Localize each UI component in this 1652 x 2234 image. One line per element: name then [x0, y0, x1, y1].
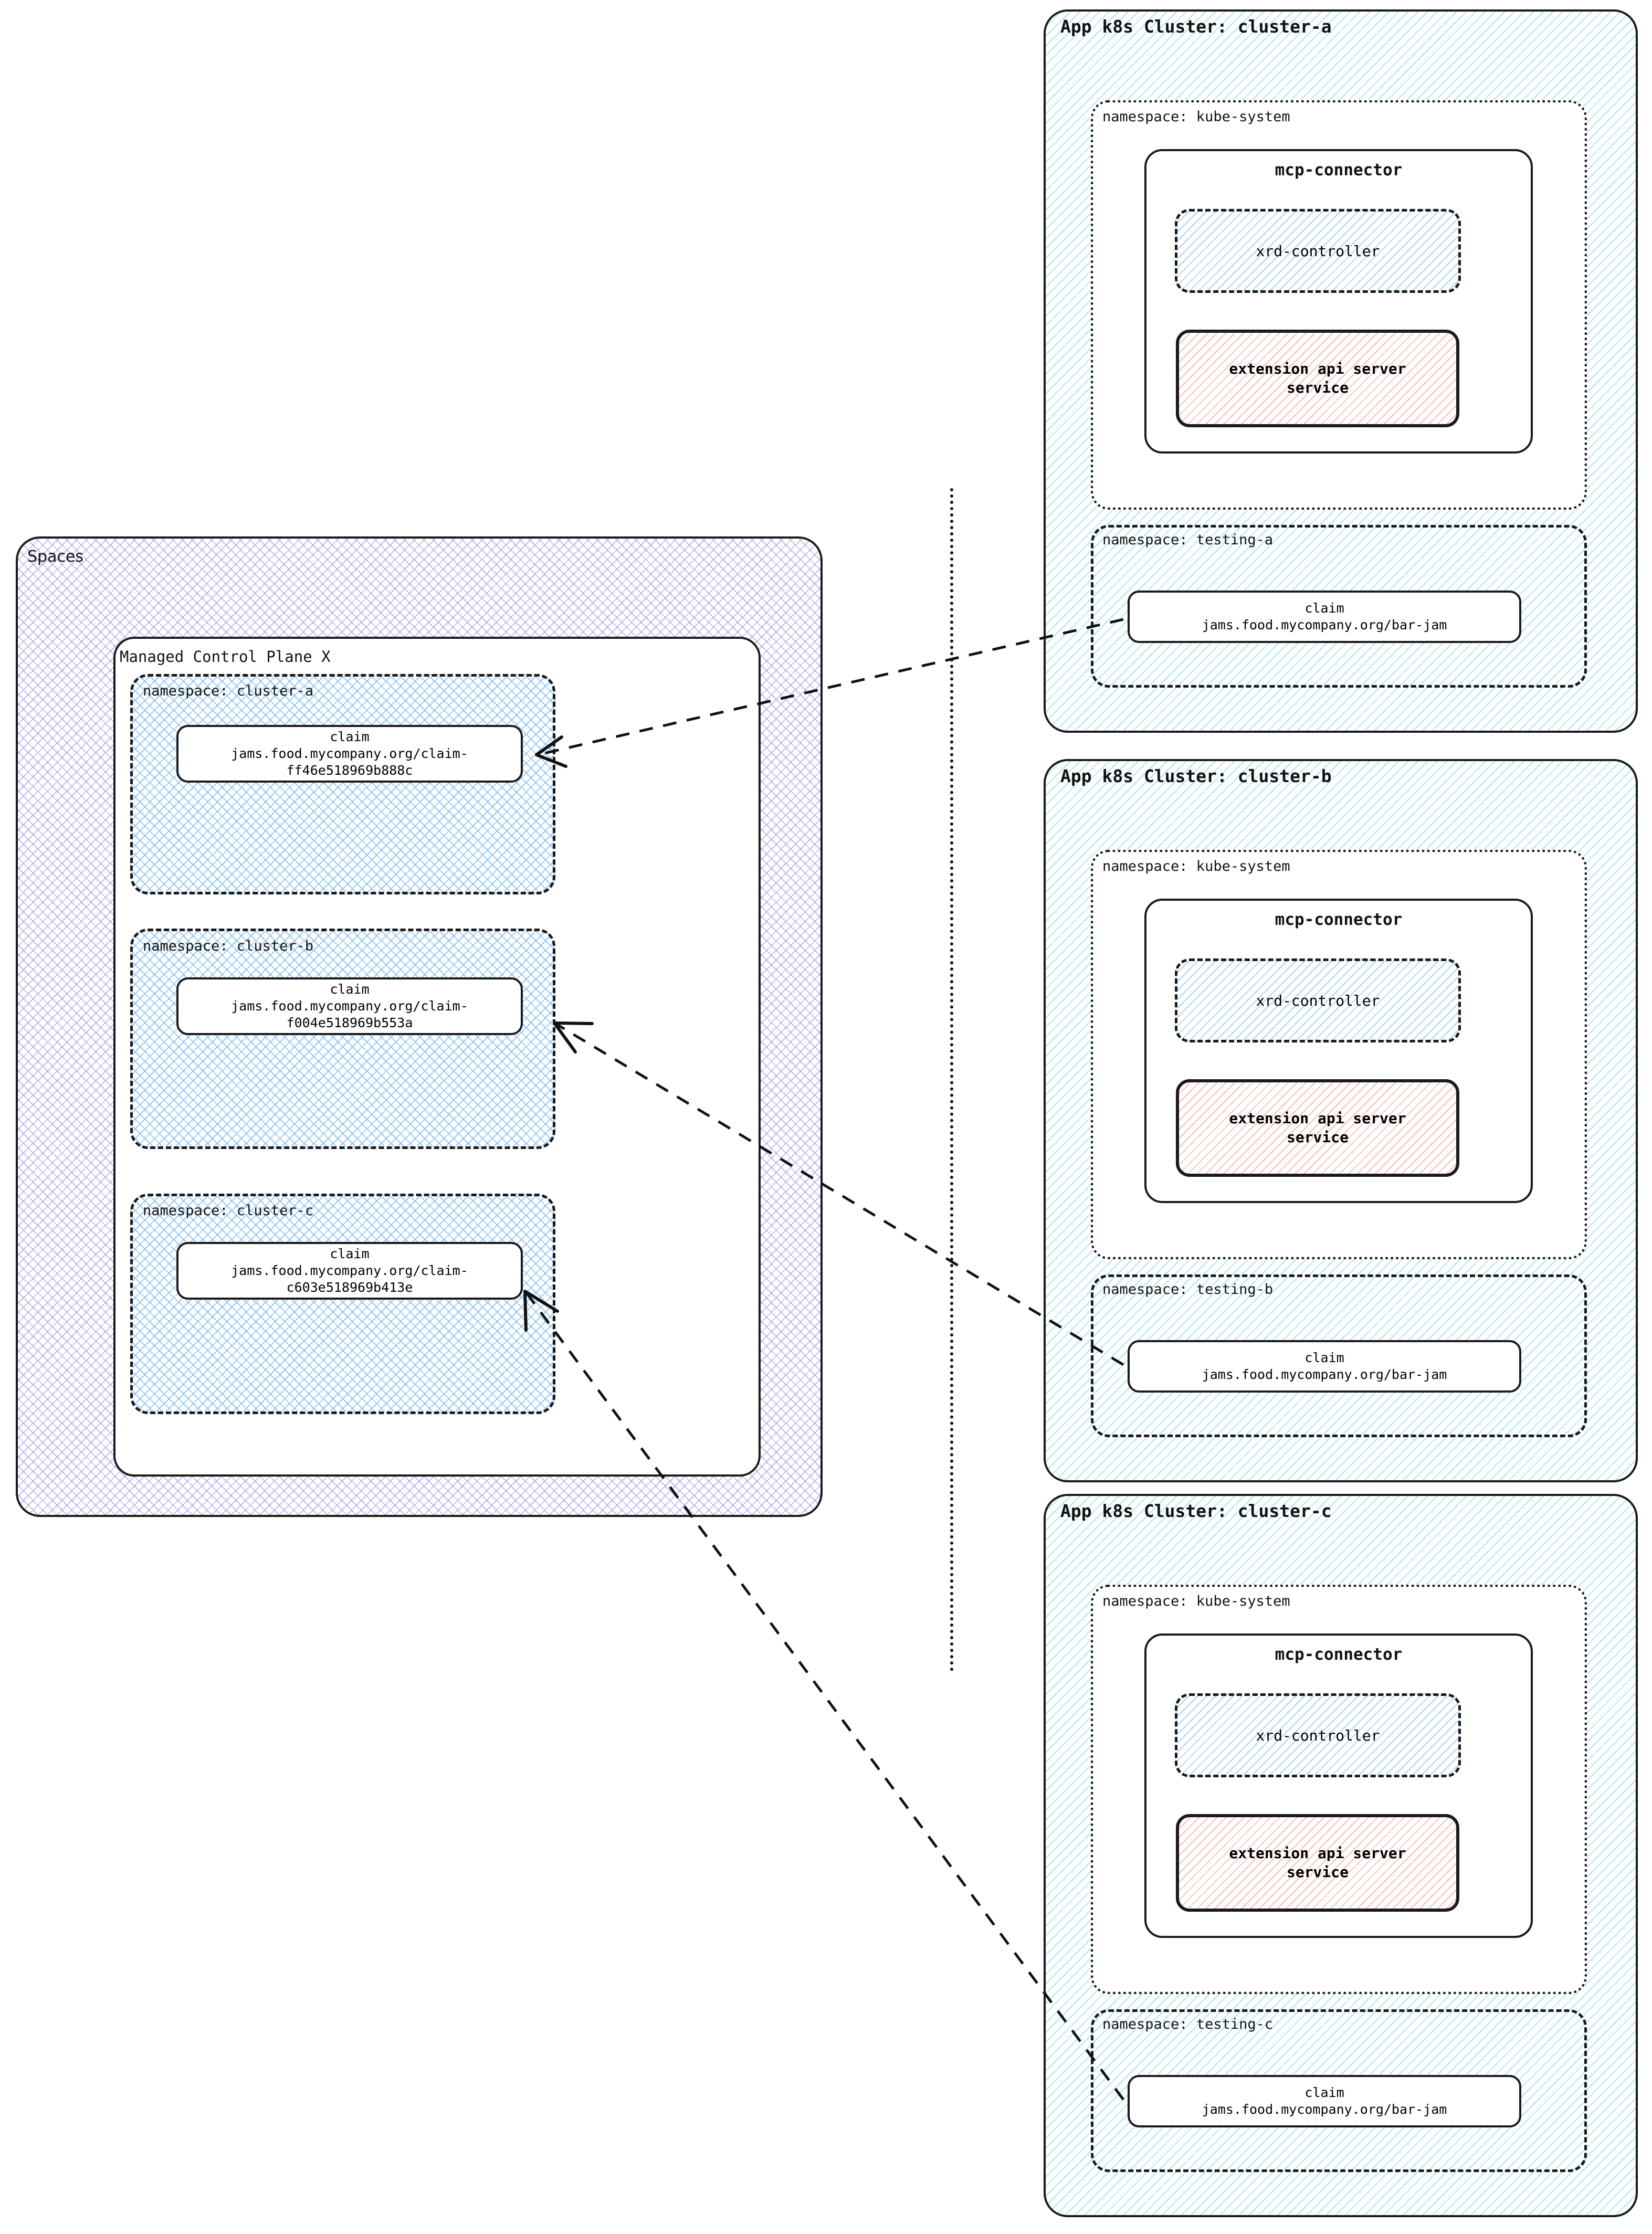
- cluster-a-extension-api-server-service[interactable]: extension api server service: [1176, 330, 1459, 427]
- claim-ref-line2: ff46e518969b888c: [286, 763, 413, 778]
- cluster-b-extension-api-server-service[interactable]: extension api server service: [1176, 1079, 1459, 1177]
- claim-ref-line2: c603e518969b413e: [286, 1280, 413, 1295]
- extension-service-line1: extension api server: [1229, 1109, 1406, 1127]
- spaces-label: Spaces: [27, 547, 84, 566]
- extension-service-line2: service: [1286, 1863, 1349, 1881]
- mcp-namespace-cluster-c-label: namespace: cluster-c: [143, 1203, 314, 1219]
- managed-control-plane-label: Managed Control Plane X: [120, 648, 331, 666]
- claim-ref-line1: jams.food.mycompany.org/claim-: [231, 1263, 468, 1278]
- cluster-c-mcp-connector-title: mcp-connector: [1275, 1645, 1403, 1664]
- claim-ref-line2: f004e518969b553a: [286, 1015, 413, 1030]
- cluster-b-mcp-connector-title: mcp-connector: [1275, 910, 1403, 929]
- claim-kind: claim: [1304, 600, 1344, 616]
- xrd-controller-label: xrd-controller: [1256, 242, 1380, 260]
- cluster-c-namespace-kube-system-label: namespace: kube-system: [1102, 1593, 1290, 1609]
- cluster-a-namespace-kube-system-label: namespace: kube-system: [1102, 109, 1290, 125]
- app-cluster-a-title: App k8s Cluster: cluster-a: [1060, 16, 1332, 37]
- mcp-namespace-cluster-c: [130, 1194, 555, 1414]
- cluster-a-xrd-controller[interactable]: xrd-controller: [1175, 209, 1461, 293]
- claim-ref: jams.food.mycompany.org/bar-jam: [1202, 1367, 1447, 1382]
- cluster-c-testing-claim[interactable]: claim jams.food.mycompany.org/bar-jam: [1128, 2075, 1521, 2127]
- claim-ref-line1: jams.food.mycompany.org/claim-: [231, 998, 468, 1014]
- mcp-namespace-cluster-b: [130, 929, 555, 1149]
- claim-kind: claim: [330, 729, 370, 744]
- cluster-b-namespace-testing-label: namespace: testing-b: [1102, 1281, 1274, 1298]
- cluster-a-testing-claim[interactable]: claim jams.food.mycompany.org/bar-jam: [1128, 591, 1521, 643]
- app-cluster-c-title: App k8s Cluster: cluster-c: [1060, 1501, 1332, 1521]
- cluster-a-mcp-connector-title: mcp-connector: [1275, 161, 1403, 180]
- cluster-a-namespace-testing: [1091, 525, 1587, 688]
- vertical-divider: [950, 488, 953, 1672]
- claim-kind: claim: [330, 982, 370, 997]
- extension-service-line1: extension api server: [1229, 1844, 1406, 1862]
- mcp-claim-cluster-c[interactable]: claim jams.food.mycompany.org/claim- c60…: [176, 1242, 523, 1300]
- extension-service-line1: extension api server: [1229, 360, 1406, 377]
- mcp-claim-cluster-a[interactable]: claim jams.food.mycompany.org/claim- ff4…: [176, 725, 523, 783]
- cluster-c-xrd-controller[interactable]: xrd-controller: [1175, 1693, 1461, 1777]
- mcp-claim-cluster-b[interactable]: claim jams.food.mycompany.org/claim- f00…: [176, 977, 523, 1035]
- claim-kind: claim: [330, 1246, 370, 1261]
- cluster-c-extension-api-server-service[interactable]: extension api server service: [1176, 1814, 1459, 1912]
- mcp-namespace-cluster-a: [130, 674, 555, 894]
- cluster-a-namespace-testing-label: namespace: testing-a: [1102, 532, 1274, 548]
- extension-service-line2: service: [1286, 1129, 1349, 1146]
- claim-kind: claim: [1304, 2084, 1344, 2100]
- extension-service-line2: service: [1286, 379, 1349, 396]
- claim-ref: jams.food.mycompany.org/bar-jam: [1202, 617, 1447, 633]
- xrd-controller-label: xrd-controller: [1256, 992, 1380, 1009]
- app-cluster-b-title: App k8s Cluster: cluster-b: [1060, 766, 1332, 786]
- cluster-b-testing-claim[interactable]: claim jams.food.mycompany.org/bar-jam: [1128, 1340, 1521, 1393]
- claim-ref-line1: jams.food.mycompany.org/claim-: [231, 746, 468, 761]
- xrd-controller-label: xrd-controller: [1256, 1726, 1380, 1744]
- cluster-b-xrd-controller[interactable]: xrd-controller: [1175, 958, 1461, 1042]
- claim-ref: jams.food.mycompany.org/bar-jam: [1202, 2102, 1447, 2117]
- cluster-c-namespace-testing-label: namespace: testing-c: [1102, 2016, 1274, 2032]
- claim-kind: claim: [1304, 1350, 1344, 1365]
- mcp-namespace-cluster-b-label: namespace: cluster-b: [143, 938, 314, 954]
- cluster-b-namespace-kube-system-label: namespace: kube-system: [1102, 858, 1290, 874]
- mcp-namespace-cluster-a-label: namespace: cluster-a: [143, 683, 314, 699]
